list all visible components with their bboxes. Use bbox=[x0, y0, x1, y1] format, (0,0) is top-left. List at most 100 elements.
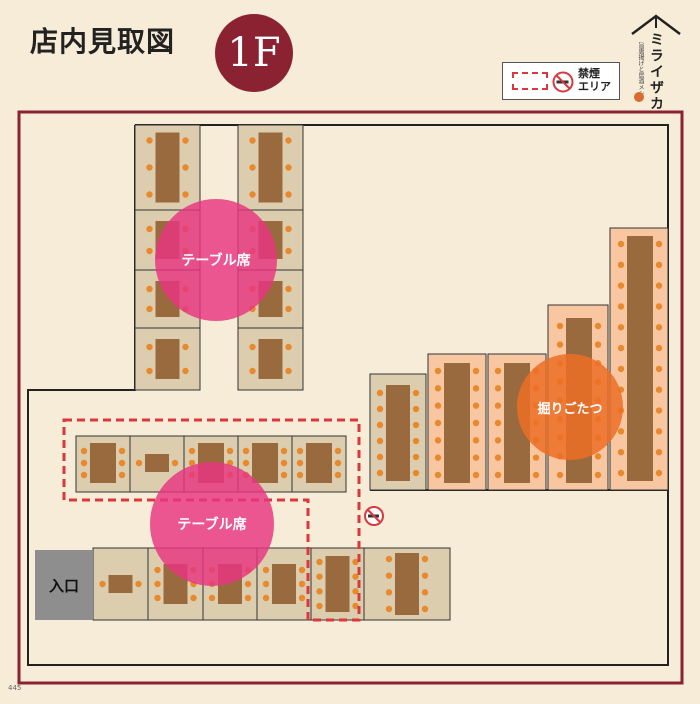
seat bbox=[376, 453, 384, 461]
legend-label: 禁煙 エリア bbox=[578, 67, 611, 93]
seat bbox=[334, 447, 342, 455]
table bbox=[627, 236, 653, 481]
seat bbox=[655, 261, 663, 269]
seat bbox=[655, 448, 663, 456]
seat bbox=[617, 428, 625, 435]
seat bbox=[280, 471, 288, 479]
seat bbox=[376, 437, 384, 445]
seat bbox=[242, 459, 250, 467]
seat bbox=[182, 343, 189, 351]
seat bbox=[385, 572, 393, 579]
seat bbox=[118, 447, 126, 455]
seat bbox=[352, 602, 359, 610]
non-smoking-swatch bbox=[512, 72, 548, 90]
seat bbox=[434, 454, 442, 461]
seat bbox=[182, 137, 189, 144]
brand-tagline: 旨唐揚げと居酒メシ bbox=[637, 42, 644, 96]
seat bbox=[352, 573, 359, 580]
seat bbox=[249, 137, 256, 144]
seat bbox=[617, 324, 625, 331]
seat bbox=[146, 225, 153, 233]
seat bbox=[242, 447, 250, 455]
seat bbox=[316, 588, 323, 595]
seat bbox=[182, 191, 189, 198]
seat bbox=[472, 419, 480, 427]
seat bbox=[494, 402, 502, 409]
zone-label: 掘りごたつ bbox=[537, 401, 603, 417]
seat bbox=[352, 588, 359, 595]
seat bbox=[421, 555, 429, 563]
seat bbox=[249, 191, 256, 198]
seat bbox=[434, 367, 442, 375]
seat bbox=[494, 471, 502, 479]
seat bbox=[594, 453, 602, 460]
seat bbox=[617, 344, 625, 352]
table bbox=[252, 443, 278, 483]
no-smoking-icon bbox=[552, 71, 574, 93]
legend-label-line2: エリア bbox=[578, 80, 611, 93]
seat bbox=[385, 555, 393, 563]
seat bbox=[146, 164, 153, 171]
seat bbox=[285, 137, 292, 144]
seat bbox=[434, 437, 442, 444]
seat bbox=[249, 343, 256, 351]
seat bbox=[249, 367, 256, 375]
seat bbox=[655, 344, 663, 352]
seat bbox=[262, 580, 270, 588]
seat bbox=[617, 261, 625, 269]
seat bbox=[434, 402, 442, 409]
seat bbox=[262, 566, 270, 574]
zone-table-seats-lower: テーブル席 bbox=[150, 462, 274, 586]
table bbox=[325, 556, 350, 612]
seat bbox=[280, 447, 288, 455]
seat bbox=[146, 191, 153, 198]
seat bbox=[135, 580, 142, 588]
seat bbox=[617, 282, 625, 289]
seat bbox=[171, 459, 179, 467]
seat bbox=[421, 605, 429, 613]
seat bbox=[594, 341, 602, 348]
seat bbox=[99, 580, 106, 588]
seat bbox=[182, 367, 189, 375]
table bbox=[306, 443, 332, 483]
table bbox=[258, 339, 283, 379]
seat bbox=[494, 454, 502, 461]
seat bbox=[594, 322, 602, 330]
seat bbox=[298, 566, 306, 574]
table bbox=[90, 443, 116, 483]
seat bbox=[655, 324, 663, 331]
seat bbox=[118, 459, 126, 467]
seat bbox=[285, 191, 292, 198]
table bbox=[155, 339, 180, 379]
seat bbox=[412, 389, 420, 397]
seat bbox=[412, 405, 420, 413]
seat bbox=[298, 594, 306, 602]
seat bbox=[532, 454, 540, 461]
seat bbox=[262, 594, 270, 602]
seat bbox=[421, 589, 429, 596]
seat bbox=[385, 589, 393, 596]
seat bbox=[655, 282, 663, 289]
seat bbox=[80, 471, 88, 479]
seat bbox=[154, 594, 161, 602]
non-smoking-area bbox=[62, 418, 361, 622]
seat bbox=[617, 365, 625, 373]
table bbox=[155, 132, 180, 203]
brand-seal-icon bbox=[634, 92, 644, 102]
seat bbox=[146, 285, 153, 293]
seat bbox=[412, 453, 420, 461]
seat bbox=[472, 454, 480, 461]
seat bbox=[594, 471, 602, 479]
seat bbox=[434, 419, 442, 427]
seat bbox=[80, 459, 88, 467]
seat bbox=[118, 471, 126, 479]
seat bbox=[296, 459, 304, 467]
seat bbox=[412, 421, 420, 429]
table bbox=[108, 575, 133, 593]
seat bbox=[146, 367, 153, 375]
seat bbox=[154, 566, 161, 574]
seat bbox=[285, 367, 292, 375]
seat bbox=[494, 367, 502, 375]
page-title: 店内見取図 bbox=[30, 25, 176, 58]
zone-horigotatsu: 掘りごたつ bbox=[517, 354, 623, 460]
